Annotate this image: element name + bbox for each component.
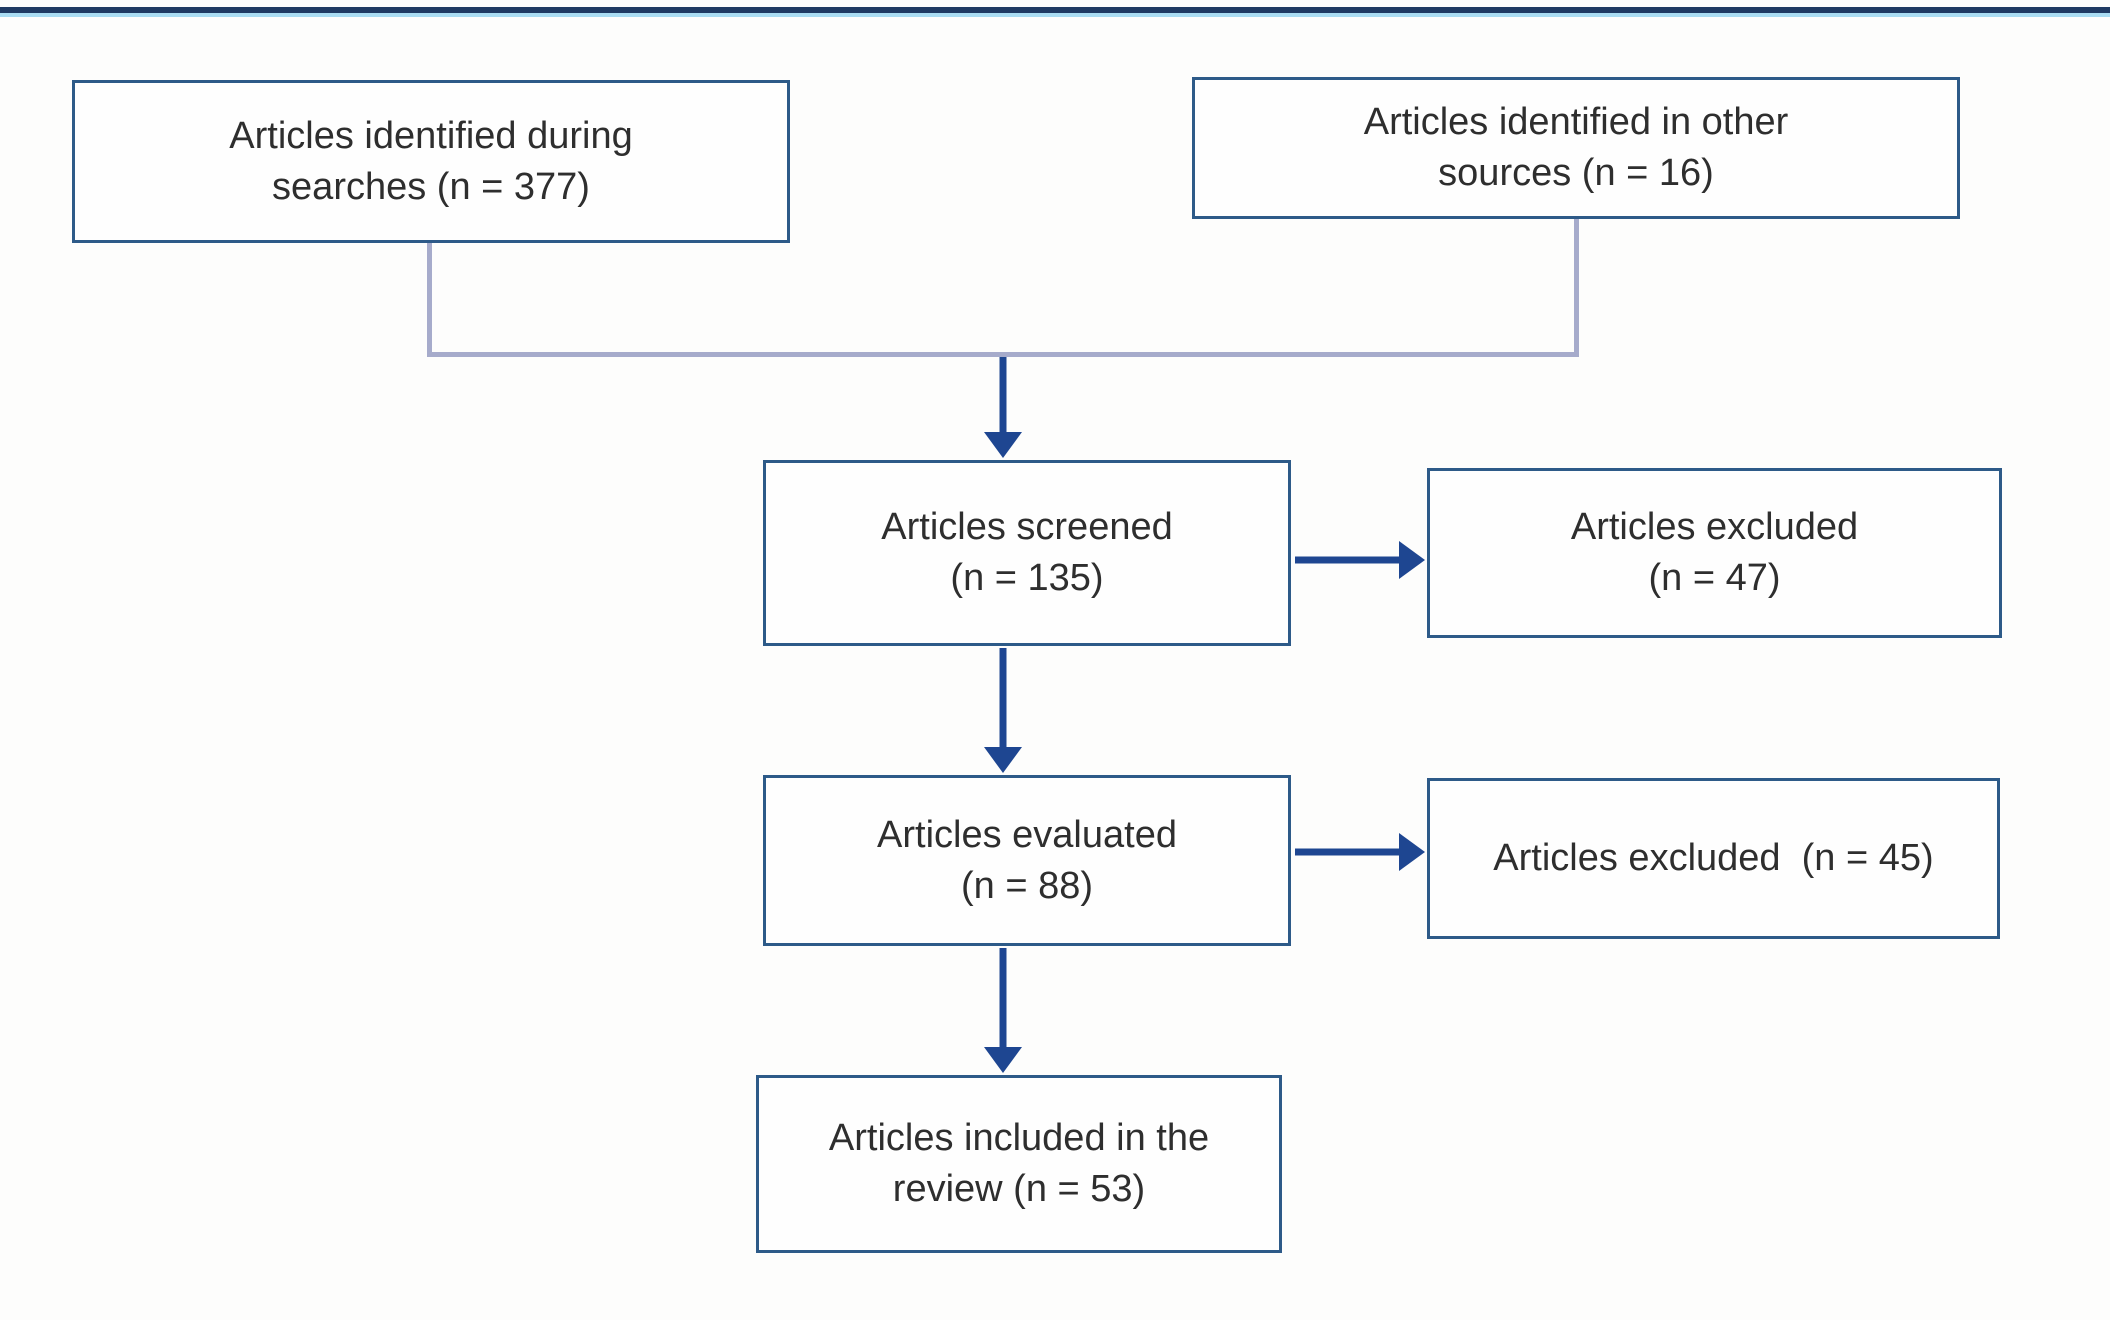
box-text-line: Articles excluded	[1570, 506, 1859, 548]
down-arrow-evaluated-to-included	[984, 948, 1022, 1073]
connector-line-right-drop	[1574, 219, 1579, 355]
box-articles-identified-searches: Articles identified during searches (n =…	[72, 80, 790, 243]
arrowhead-right-icon	[1399, 833, 1425, 871]
box-text-line: Articles identified in other	[1363, 101, 1789, 143]
box-articles-identified-other-sources: Articles identified in other sources (n …	[1192, 77, 1960, 219]
arrowhead-right-icon	[1399, 541, 1425, 579]
box-text-line: (n = 135)	[950, 557, 1104, 599]
arrow-shaft	[1295, 556, 1400, 564]
box-text-line: (n = 47)	[1648, 557, 1781, 599]
right-arrow-evaluated-to-excluded	[1295, 833, 1425, 871]
top-border-light-rule	[0, 13, 2110, 17]
arrowhead-down-icon	[984, 747, 1022, 773]
connector-line-left-drop	[427, 243, 432, 355]
box-articles-excluded-screening: Articles excluded (n = 47)	[1427, 468, 2002, 638]
connector-line-horizontal	[427, 352, 1579, 357]
box-text-line: review (n = 53)	[892, 1168, 1146, 1210]
down-arrow-identified-to-screened	[984, 357, 1022, 458]
box-articles-screened: Articles screened (n = 135)	[763, 460, 1291, 646]
box-articles-excluded-evaluation: Articles excluded (n = 45)	[1427, 778, 2000, 939]
arrow-shaft	[999, 357, 1007, 433]
box-text-line: Articles included in the	[828, 1117, 1210, 1159]
box-articles-evaluated: Articles evaluated (n = 88)	[763, 775, 1291, 946]
arrowhead-down-icon	[984, 1047, 1022, 1073]
arrow-shaft	[1295, 848, 1400, 856]
box-text-line: sources (n = 16)	[1438, 152, 1714, 194]
top-border-dark-rule	[0, 7, 2110, 13]
box-text-line: Articles screened	[881, 506, 1173, 548]
box-text-line: searches (n = 377)	[272, 165, 590, 208]
arrowhead-down-icon	[984, 432, 1022, 458]
box-text-line: Articles evaluated	[877, 813, 1177, 856]
right-arrow-screened-to-excluded	[1295, 541, 1425, 579]
down-arrow-screened-to-evaluated	[984, 648, 1022, 773]
box-text-line: (n = 88)	[960, 864, 1094, 907]
box-text-line: Articles excluded (n = 45)	[1493, 837, 1934, 879]
arrow-shaft	[999, 648, 1007, 748]
box-articles-included-in-review: Articles included in the review (n = 53)	[756, 1075, 1282, 1253]
arrow-shaft	[999, 948, 1007, 1048]
box-text-line: Articles identified during	[229, 114, 633, 157]
